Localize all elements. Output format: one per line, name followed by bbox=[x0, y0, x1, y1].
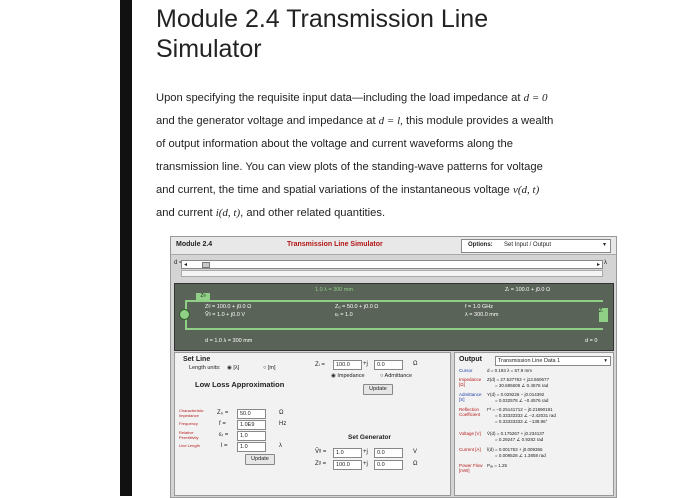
output-value: = 30.695608 ∠ 0.4576 rad bbox=[495, 383, 549, 388]
chevron-down-icon: ▾ bbox=[602, 242, 606, 248]
row-symbol: f = bbox=[219, 421, 226, 427]
zl-unit: Ω bbox=[413, 361, 418, 367]
row-label: Frequency bbox=[179, 421, 198, 426]
zl-imag-input[interactable]: 0.0 bbox=[374, 360, 403, 370]
output-value: Ṽ(d) = 0.175267 + j0.234137 bbox=[487, 431, 545, 436]
row-unit: Hz bbox=[279, 421, 287, 427]
output-select[interactable]: Transmission Line Data 1 ▾ bbox=[495, 356, 611, 366]
unit-lambda-radio[interactable]: ◉ [λ] bbox=[227, 365, 240, 371]
output-label: Power Flow [mW] bbox=[459, 463, 483, 473]
bottom-length-label: d = 1.0 λ = 300 mm bbox=[205, 338, 253, 344]
vg-real-input[interactable]: 1.0 bbox=[333, 448, 362, 458]
slider-end-label: λ bbox=[604, 260, 607, 266]
zg-imag-input[interactable]: 0.0 bbox=[374, 460, 403, 470]
output-label: Admittance [S] bbox=[459, 392, 482, 402]
page-title: Module 2.4 Transmission Line Simulator bbox=[156, 5, 489, 63]
slider-right-arrow-icon[interactable]: ▸ bbox=[596, 262, 600, 268]
output-label: Voltage [V] bbox=[459, 431, 481, 436]
simulator-screenshot: Module 2.4 Transmission Line Simulator O… bbox=[170, 236, 617, 498]
output-heading: Output bbox=[459, 356, 482, 363]
output-value: Ĩ(d) = 0.001753 + j0.009365 bbox=[487, 447, 543, 452]
vg-j-label: +j bbox=[363, 449, 368, 455]
zg-real-input[interactable]: 100.0 bbox=[333, 460, 362, 470]
input-panel: Set Line Length units: ◉ [λ] ○ [m] Low L… bbox=[174, 352, 451, 496]
er-value: εᵣ = 1.0 bbox=[335, 312, 353, 318]
length-units-label: Length units: bbox=[189, 365, 221, 371]
permittivity-input[interactable]: 1.0 bbox=[237, 431, 266, 441]
admittance-radio[interactable]: ○ Admittance bbox=[380, 373, 413, 379]
simulator-title: Transmission Line Simulator bbox=[287, 241, 383, 248]
line-length-input[interactable]: 1.0 bbox=[237, 442, 266, 452]
vg-value: Ṽᵍ = 1.0 + j0.0 V bbox=[205, 312, 245, 318]
left-dark-bar bbox=[120, 0, 132, 496]
frequency-input[interactable]: 1.0E9 bbox=[237, 420, 266, 430]
output-value: d = 0.193 λ = 57.9 mm bbox=[487, 368, 533, 373]
slider-left-arrow-icon[interactable]: ◂ bbox=[184, 262, 188, 268]
row-symbol: εᵣ = bbox=[219, 432, 229, 438]
z0-input[interactable]: 50.0 bbox=[237, 409, 266, 419]
row-label: Characteristic Impedance bbox=[179, 408, 204, 418]
transmission-line-diagram: Zᵍ Zₗ 1.0 λ = 300 mm Zₗ = 100.0 + j0.0 Ω… bbox=[174, 283, 614, 351]
output-label: Reflection Coefficient bbox=[459, 407, 481, 417]
row-unit: λ bbox=[279, 443, 282, 449]
output-value: = 0.032578 ∠ −0.4576 rad bbox=[495, 398, 549, 403]
d-label: d = bbox=[174, 260, 183, 266]
impedance-radio[interactable]: ◉ Impedance bbox=[331, 373, 365, 379]
zg-j-label: +j bbox=[363, 461, 368, 467]
line-length-top: 1.0 λ = 300 mm bbox=[315, 287, 354, 293]
output-label: Cursor bbox=[459, 368, 473, 373]
line-bottom-conductor bbox=[185, 328, 603, 330]
approx-heading: Low Loss Approximation bbox=[195, 380, 285, 389]
output-value: = 0.009528 ∠ 1.3858 rad bbox=[495, 453, 546, 458]
set-line-heading: Set Line bbox=[183, 356, 211, 363]
zl-j-label: +j bbox=[363, 361, 368, 367]
generator-impedance-box: Zᵍ bbox=[196, 293, 210, 301]
secondary-slider[interactable] bbox=[181, 270, 603, 277]
unit-m-radio[interactable]: ○ [m] bbox=[263, 365, 276, 371]
row-symbol: Z₀ = bbox=[217, 410, 229, 416]
update-load-button[interactable]: Update bbox=[363, 384, 393, 395]
output-label: Impedance [Ω] bbox=[459, 377, 482, 387]
line-top-conductor bbox=[185, 300, 603, 302]
wavelength-value: λ = 300.0 mm bbox=[465, 312, 499, 318]
output-value: = 0.33333333 ∠ −138.96° bbox=[495, 419, 548, 424]
position-slider[interactable]: ◂ ▸ bbox=[181, 260, 603, 269]
frequency-value: f = 1.0 GHz bbox=[465, 304, 493, 310]
output-value: = 0.29247 ∠ 0.9282 rad bbox=[495, 437, 544, 442]
output-value: Y(d) = 0.029226 − j0.014392 bbox=[487, 392, 545, 397]
row-label: Line Length bbox=[179, 443, 200, 448]
options-dropdown[interactable]: Options: Set Input / Output ▾ bbox=[461, 239, 611, 253]
description-paragraph: Upon specifying the requisite input data… bbox=[156, 92, 554, 219]
output-panel: Output Transmission Line Data 1 ▾ Cursor… bbox=[454, 352, 614, 496]
output-value: Z(d) = 27.537763 + j13.560677 bbox=[487, 377, 550, 382]
update-line-button[interactable]: Update bbox=[245, 454, 275, 465]
set-generator-heading: Set Generator bbox=[348, 434, 391, 441]
output-label: Current [A] bbox=[459, 447, 481, 452]
zl-real-input[interactable]: 100.0 bbox=[333, 360, 362, 370]
row-unit: Ω bbox=[279, 410, 284, 416]
zl-symbol: Zₗ = bbox=[315, 362, 325, 368]
row-label: Relative Permittivity bbox=[179, 430, 199, 440]
z0-value: Z₀ = 50.0 + j0.0 Ω bbox=[335, 304, 379, 310]
output-value: Pₐᵥ = 1.25 bbox=[487, 463, 508, 468]
chevron-down-icon: ▾ bbox=[604, 358, 607, 364]
bottom-d0-label: d = 0 bbox=[585, 338, 598, 344]
vg-imag-input[interactable]: 0.0 bbox=[374, 448, 403, 458]
vg-unit: V bbox=[413, 449, 418, 455]
source-icon bbox=[179, 309, 190, 320]
zl-top: Zₗ = 100.0 + j0.0 Ω bbox=[505, 287, 551, 293]
zg-unit: Ω bbox=[413, 461, 418, 467]
module-label: Module 2.4 bbox=[176, 241, 213, 248]
output-value: = 0.33333333 ∠ −2.42031 rad bbox=[495, 413, 556, 418]
vg-symbol: Ṽᵍ = bbox=[315, 449, 327, 455]
zg-symbol: Zᵍ = bbox=[315, 461, 327, 467]
load-impedance-box: Zₗ bbox=[599, 308, 608, 322]
slider-thumb[interactable] bbox=[202, 262, 210, 268]
row-symbol: l = bbox=[221, 443, 228, 449]
zg-value: Zᵍ = 100.0 + j0.0 Ω bbox=[205, 304, 252, 310]
output-value: Γᵈ = −0.25141712 − j0.21890191 bbox=[487, 407, 553, 412]
